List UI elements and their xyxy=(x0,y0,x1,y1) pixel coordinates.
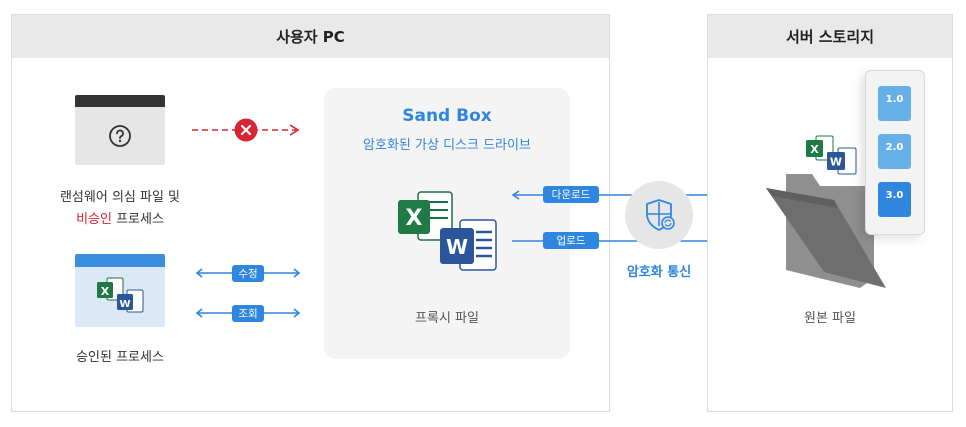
office-icons-small: X W xyxy=(97,277,144,313)
sandbox-subtitle: 암호화된 가상 디스크 드라이브 xyxy=(363,138,531,153)
svg-text:W: W xyxy=(446,235,468,259)
encryption-shield-icon xyxy=(625,181,693,249)
original-file-label: 원본 파일 xyxy=(804,311,856,326)
proxy-file-label: 프록시 파일 xyxy=(415,311,479,326)
approved-process-window: X W xyxy=(75,254,165,327)
version-1: 1.0 xyxy=(878,86,911,121)
folder-icon xyxy=(766,174,886,288)
office-icons-server: X W xyxy=(806,135,857,175)
user-pc-title: 사용자 PC xyxy=(12,15,609,58)
suspicious-file-window xyxy=(75,95,165,165)
modify-tag: 수정 xyxy=(232,265,264,282)
server-storage-title: 서버 스토리지 xyxy=(708,15,952,58)
svg-text:W: W xyxy=(119,299,130,310)
block-x-icon xyxy=(234,118,258,142)
svg-text:W: W xyxy=(830,156,842,169)
office-icons-large: X W xyxy=(398,191,497,271)
svg-text:X: X xyxy=(406,206,423,231)
view-tag: 조회 xyxy=(232,305,264,322)
download-tag: 다운로드 xyxy=(543,186,599,203)
suspicious-label-line2: 비승인 프로세스 xyxy=(76,212,164,227)
suspicious-label-line1: 랜섬웨어 의심 파일 및 xyxy=(59,190,181,205)
unapproved-text: 비승인 xyxy=(76,212,112,227)
encrypted-channel-label: 암호화 통신 xyxy=(626,265,692,280)
version-2: 2.0 xyxy=(878,134,911,169)
svg-text:X: X xyxy=(101,285,110,298)
sandbox-title: Sand Box xyxy=(402,106,492,126)
version-3: 3.0 xyxy=(878,182,911,217)
svg-text:X: X xyxy=(810,143,819,156)
approved-process-label: 승인된 프로세스 xyxy=(76,350,164,365)
upload-tag: 업로드 xyxy=(543,232,599,249)
question-icon xyxy=(109,125,131,147)
